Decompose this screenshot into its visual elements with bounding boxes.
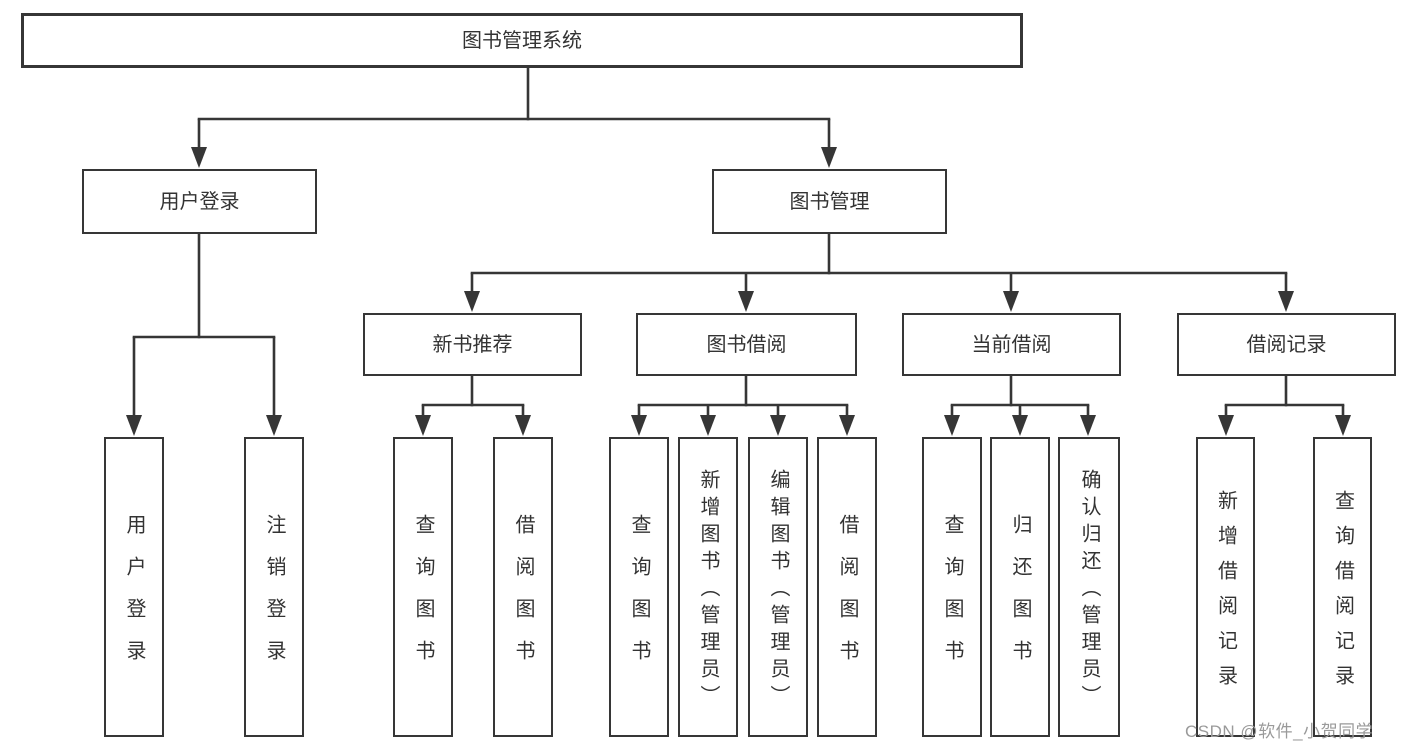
arrow-down-icon <box>944 415 960 436</box>
arrow-down-icon <box>738 291 754 312</box>
leaf-query-books-borrowing: 查询图书 <box>609 437 669 737</box>
node-book-borrowing: 图书借阅 <box>636 313 857 376</box>
connector-book-borrowing-branch <box>631 375 855 436</box>
arrow-down-icon <box>191 147 207 168</box>
connector-current-borrowing-branch <box>944 375 1096 436</box>
leaf-return-books: 归还图书 <box>990 437 1050 737</box>
leaf-user-login: 用户登录 <box>104 437 164 737</box>
node-current-borrowing: 当前借阅 <box>902 313 1121 376</box>
arrow-down-icon <box>266 415 282 436</box>
arrow-down-icon <box>464 291 480 312</box>
connector-root-to-level2 <box>191 67 837 168</box>
node-borrowing-records: 借阅记录 <box>1177 313 1396 376</box>
leaf-borrow-books-recommend: 借阅图书 <box>493 437 553 737</box>
arrow-down-icon <box>1335 415 1351 436</box>
leaf-confirm-return-admin: 确认归还（管理员） <box>1058 437 1120 737</box>
node-new-book-recommendation: 新书推荐 <box>363 313 582 376</box>
leaf-add-books-admin: 新增图书（管理员） <box>678 437 738 737</box>
node-library-management-system: 图书管理系统 <box>21 13 1023 68</box>
arrow-down-icon <box>631 415 647 436</box>
connector-user-login-branch <box>126 233 282 436</box>
node-user-login: 用户登录 <box>82 169 317 234</box>
arrow-down-icon <box>415 415 431 436</box>
arrow-down-icon <box>839 415 855 436</box>
arrow-down-icon <box>1218 415 1234 436</box>
leaf-edit-books-admin: 编辑图书（管理员） <box>748 437 808 737</box>
leaf-query-books-current: 查询图书 <box>922 437 982 737</box>
leaf-add-borrow-record: 新增借阅记录 <box>1196 437 1255 737</box>
arrow-down-icon <box>1278 291 1294 312</box>
arrow-down-icon <box>700 415 716 436</box>
arrow-down-icon <box>821 147 837 168</box>
leaf-logout: 注销登录 <box>244 437 304 737</box>
arrow-down-icon <box>1012 415 1028 436</box>
connector-new-book-recommendation-branch <box>415 375 531 436</box>
leaf-borrow-books: 借阅图书 <box>817 437 877 737</box>
arrow-down-icon <box>770 415 786 436</box>
leaf-query-borrow-record: 查询借阅记录 <box>1313 437 1372 737</box>
node-book-management: 图书管理 <box>712 169 947 234</box>
watermark-text: CSDN @软件_小贺同学 <box>1185 722 1374 741</box>
connector-borrowing-records-branch <box>1218 375 1351 436</box>
connector-book-management-to-level3 <box>464 233 1294 312</box>
arrow-down-icon <box>1003 291 1019 312</box>
arrow-down-icon <box>126 415 142 436</box>
arrow-down-icon <box>1080 415 1096 436</box>
arrow-down-icon <box>515 415 531 436</box>
leaf-query-books-recommend: 查询图书 <box>393 437 453 737</box>
